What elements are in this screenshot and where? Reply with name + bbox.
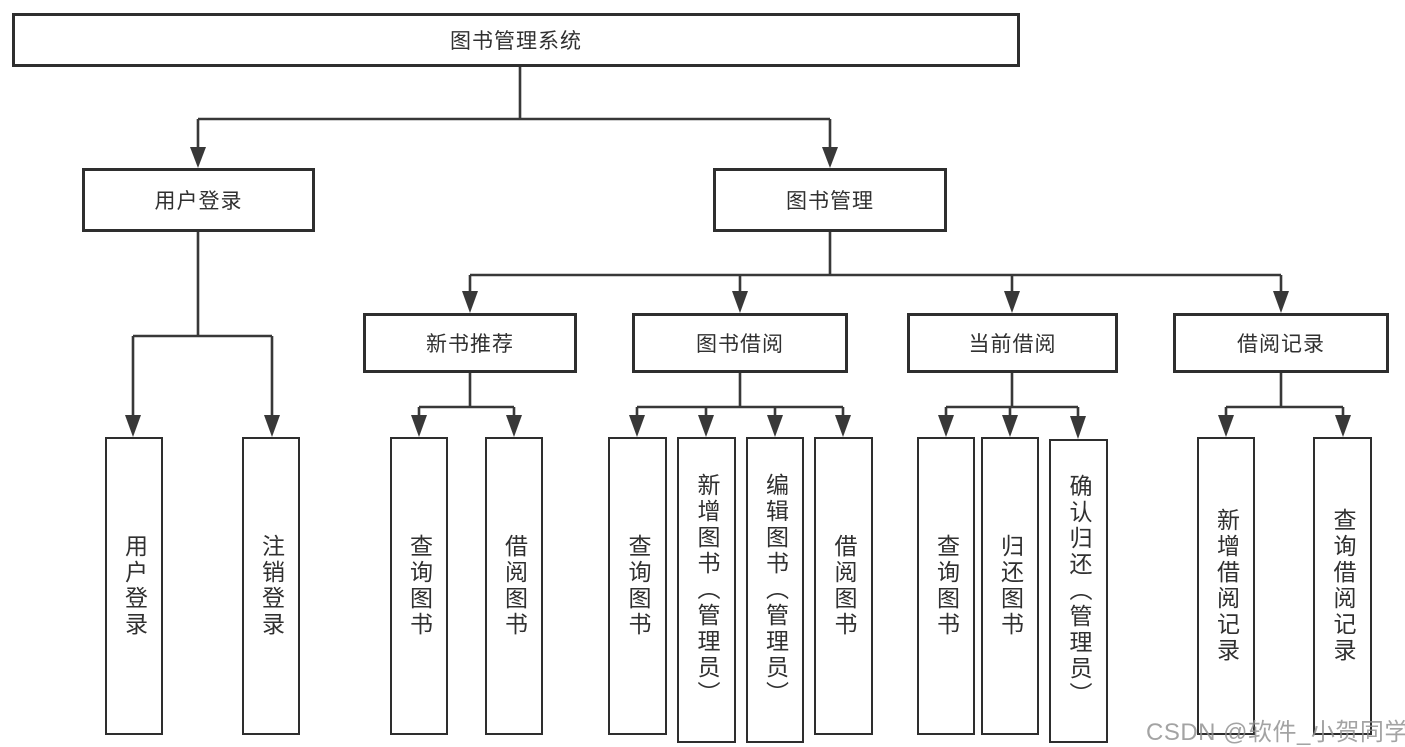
node-book-borrow: 图书借阅 [632, 313, 848, 373]
node-book-management: 图书管理 [713, 168, 947, 232]
leaf-borrow-edit-books-admin: 编辑图书（管理员） [746, 437, 804, 743]
leaf-borrow-query-books: 查询图书 [608, 437, 667, 735]
leaf-borrow-add-books-admin: 新增图书（管理员） [677, 437, 736, 743]
leaf-logout: 注销登录 [242, 437, 300, 735]
leaf-records-query-record: 查询借阅记录 [1313, 437, 1372, 735]
csdn-watermark: CSDN @软件_小贺同学 [1146, 719, 1405, 746]
node-borrow-records: 借阅记录 [1173, 313, 1389, 373]
leaf-newbook-query-books: 查询图书 [390, 437, 448, 735]
node-new-book-recommend: 新书推荐 [363, 313, 577, 373]
leaf-current-return-books: 归还图书 [981, 437, 1039, 735]
node-current-borrow: 当前借阅 [907, 313, 1118, 373]
node-root: 图书管理系统 [12, 13, 1020, 67]
leaf-current-confirm-return-admin: 确认归还（管理员） [1049, 439, 1108, 743]
leaf-borrow-borrow-books: 借阅图书 [814, 437, 873, 735]
node-user-login: 用户登录 [82, 168, 315, 232]
leaf-newbook-borrow-books: 借阅图书 [485, 437, 543, 735]
leaf-user-login: 用户登录 [105, 437, 163, 735]
leaf-records-add-record: 新增借阅记录 [1197, 437, 1255, 735]
leaf-current-query-books: 查询图书 [917, 437, 975, 735]
